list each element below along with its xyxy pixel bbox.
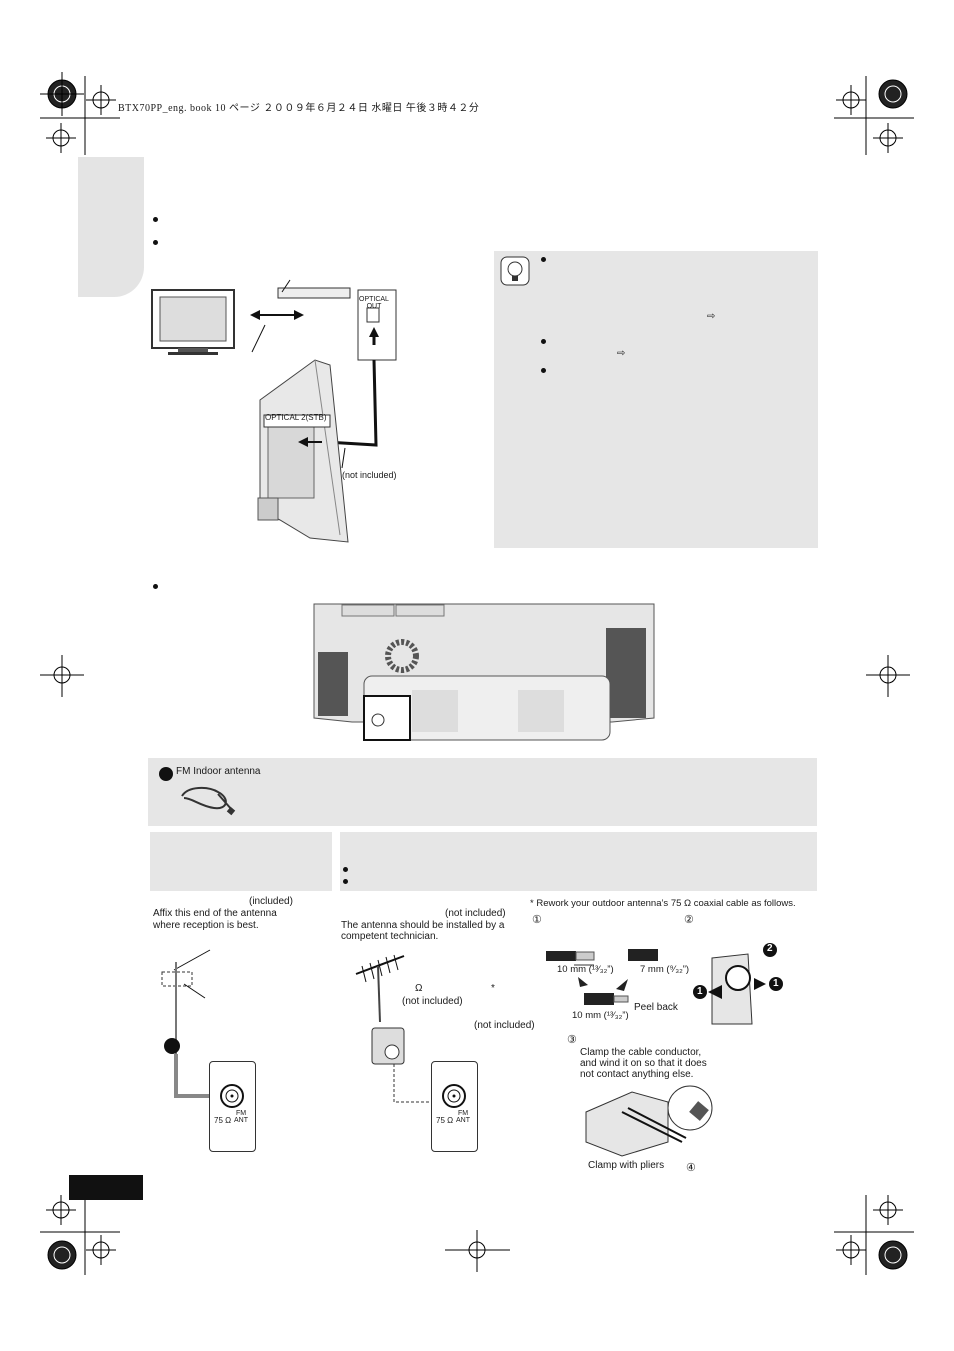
clamp-pliers-label: Clamp with pliers	[588, 1160, 665, 1171]
dashed-cable	[393, 1064, 434, 1103]
jack-ohm-label: 75 Ω	[214, 1116, 232, 1125]
clamp-diagram	[585, 1085, 713, 1157]
ohm-symbol: Ω	[415, 983, 423, 994]
page-number-tab	[69, 1175, 143, 1200]
num-1-badge-right: 1	[773, 978, 779, 989]
bullet	[343, 879, 348, 884]
bullet	[541, 257, 546, 262]
coax-jack-icon	[220, 1084, 244, 1108]
item-marker-icon	[159, 767, 173, 781]
section-side-tab	[78, 157, 144, 297]
step-4-marker: ④	[686, 1162, 696, 1174]
unit-rear-diagram	[313, 603, 655, 741]
bullet	[153, 217, 158, 222]
lightbulb-icon	[500, 256, 530, 286]
step-2-marker: ②	[684, 914, 694, 926]
dim-10mm-2: 10 mm (¹³⁄₃₂”)	[572, 1010, 629, 1021]
page-ref-arrow: ⇨	[707, 311, 716, 322]
book-header-line: BTX70PP_eng. book 10 ページ ２００９年６月２４日 水曜日 …	[118, 103, 480, 114]
peel-back-label: Peel back	[634, 1002, 678, 1013]
jack-label: FM ANT	[234, 1110, 248, 1124]
bullet	[153, 584, 158, 589]
indoor-antenna-header	[150, 832, 332, 891]
dim-10mm: 10 mm (¹³⁄₃₂”)	[557, 964, 614, 975]
rework-note: * Rework your outdoor antenna’s 75 Ω coa…	[530, 898, 796, 909]
bullet	[541, 339, 546, 344]
num-2-badge: 2	[767, 943, 773, 954]
indoor-antenna-included: (included)	[249, 896, 293, 907]
asterisk: *	[491, 983, 495, 994]
bullet	[541, 368, 546, 373]
step-3-marker: ③	[567, 1034, 577, 1046]
indoor-antenna-diagram	[161, 949, 228, 1102]
coax-jack-icon	[442, 1084, 466, 1108]
affix-note: Affix this end of the antenna where rece…	[153, 908, 277, 931]
tip-box	[494, 251, 818, 548]
optical-connection-diagram	[151, 279, 397, 543]
cable-not-included: (not included)	[402, 996, 463, 1007]
bullet	[343, 867, 348, 872]
page-ref-arrow: ⇨	[617, 348, 626, 359]
outdoor-antenna-header	[340, 832, 817, 891]
num-1-badge: 1	[697, 986, 703, 997]
clamp-instructions: Clamp the cable conductor, and wind it o…	[580, 1047, 707, 1080]
jack-label: FM ANT	[456, 1110, 470, 1124]
dim-7mm: 7 mm (⁹⁄₃₂”)	[640, 964, 690, 975]
adaptor-open-diagram	[693, 943, 783, 1025]
optical-in-label: OPTICAL 2(STB)	[265, 413, 327, 422]
optical-out-label: OPTICAL OUT	[359, 296, 389, 310]
optical-cable-not-included: (not included)	[342, 470, 397, 480]
bullet	[153, 240, 158, 245]
fm-antenna-wire-icon	[181, 786, 236, 816]
step-1-marker: ①	[532, 914, 542, 926]
fm-indoor-antenna-label: FM Indoor antenna	[176, 766, 261, 777]
adaptor-not-included: (not included)	[474, 1020, 535, 1031]
outdoor-antenna-diagram	[355, 954, 405, 1065]
antenna-kit-box	[148, 758, 817, 826]
cable-strip-diagram	[546, 949, 658, 1005]
outdoor-not-included: (not included)	[445, 908, 506, 919]
installer-note: The antenna should be installed by a com…	[341, 920, 505, 942]
jack-ohm-label: 75 Ω	[436, 1116, 454, 1125]
